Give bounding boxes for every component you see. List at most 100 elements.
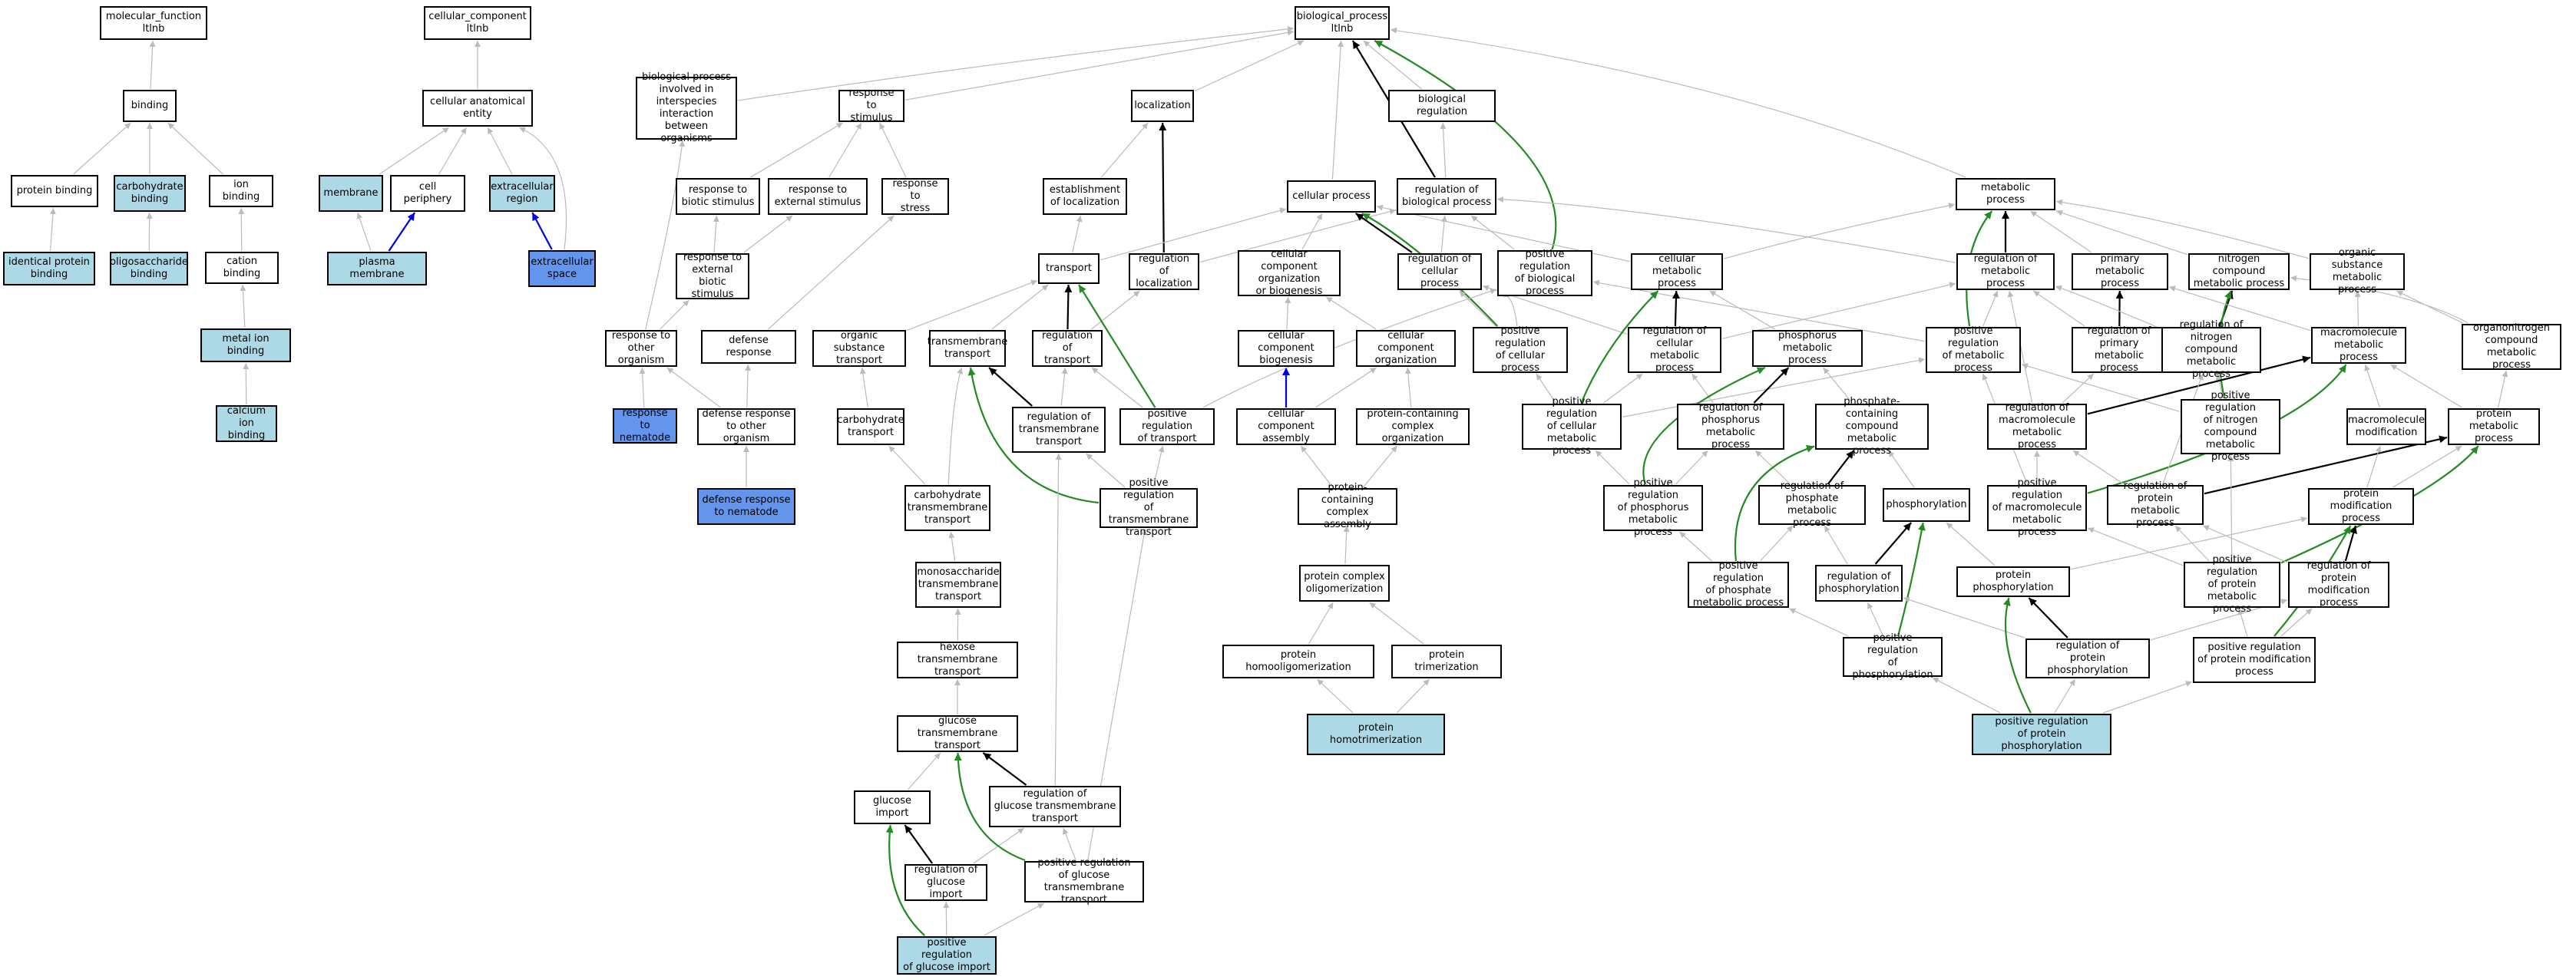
- edge-positively-regulates-posregtmt-to-tmtrans: [967, 367, 1100, 504]
- edge-is-a-posregprotmet-to-posregncmp: [2227, 454, 2234, 562]
- go-term-node-carbtrans: carbohydrate transport: [837, 408, 904, 445]
- edge-is-a-macmet-to-osmp: [2354, 290, 2361, 327]
- edge-positively-regulates-posregbp-to-bp: [1374, 40, 1557, 250]
- go-term-node-regcmp: regulation of cellular metabolic process: [1628, 325, 1721, 374]
- go-term-node-rother: response to other organism: [605, 330, 677, 367]
- edge-is-a-posregphos-to-posregphosphmet: [1789, 608, 1849, 637]
- go-term-node-ncmp: nitrogen compound metabolic process: [2188, 253, 2290, 290]
- edge-is-a-regbp-to-bioreg: [1440, 122, 1447, 178]
- go-term-node-ccorg: cellular component organization: [1356, 330, 1456, 367]
- edge-regulates-regloc-to-loc: [1159, 122, 1167, 253]
- edge-positively-regulates-posregtrans-to-transport: [1078, 284, 1156, 408]
- edge-is-a-regtrans-to-regloc: [1091, 290, 1140, 330]
- go-term-node-oligo: oligosaccharide binding: [110, 252, 188, 285]
- go-term-node-posregcp: positive regulation of cellular process: [1473, 325, 1568, 374]
- go-term-node-ostrans: organic substance transport: [812, 330, 906, 367]
- go-term-node-posregphos: positive regulation of phosphorylation: [1843, 632, 1943, 681]
- go-term-node-posregcmp: positive regulation of cellular metaboli…: [1522, 396, 1622, 457]
- go-term-node-rstress: response to stress: [881, 178, 949, 215]
- edge-positively-regulates-posregglutmt-to-glutmt: [954, 752, 1026, 862]
- go-term-node-bioreg: biological regulation: [1388, 90, 1496, 122]
- edge-is-a-posregglutmt-to-regglutmt: [1063, 827, 1076, 861]
- edge-is-a-tmtrans-to-transport: [991, 284, 1049, 330]
- edge-is-a-homotrimer-to-homooligo: [1317, 678, 1354, 714]
- edge-is-a-estloc-to-loc: [1100, 122, 1149, 178]
- go-term-node-plasma: plasma membrane: [327, 252, 427, 285]
- go-term-node-phosphorylation: phosphorylation: [1883, 488, 1970, 522]
- go-term-node-phosmet: phosphorus metabolic process: [1752, 330, 1863, 367]
- edge-is-a-posregcp-to-posregbp: [1503, 291, 1518, 327]
- go-term-node-posregprotmet: positive regulation of protein metabolic…: [2184, 554, 2280, 615]
- go-term-node-rext: response to external stimulus: [768, 178, 868, 215]
- edge-positively-regulates-posregcmp-to-cellmet: [1580, 290, 1659, 404]
- edge-regulates-regprotmet-to-protmet: [2204, 435, 2448, 495]
- edge-regulates-regtrans-to-transport: [1064, 284, 1073, 330]
- go-term-node-cellper: cell periphery: [390, 175, 465, 212]
- go-term-node-posregprotmod: positive regulation of protein modificat…: [2193, 637, 2316, 683]
- edge-positively-regulates-posregphosmet-to-phosmet: [1642, 366, 1766, 485]
- edge-is-a-metionbind-to-cation: [240, 284, 246, 328]
- go-term-node-regtrans: regulation of transport: [1032, 330, 1103, 367]
- edge-is-a-regpmp-to-regmet: [2032, 290, 2085, 327]
- edge-is-a-monotmt-to-carbtmt: [948, 531, 956, 562]
- edge-is-a-posregmet-to-regmet: [1982, 290, 1999, 327]
- go-term-node-carbbind: carbohydrate binding: [114, 175, 186, 212]
- edge-is-a-posregcmp-to-posregcp: [1536, 373, 1556, 404]
- edge-is-a-membrane-to-cae: [379, 127, 450, 175]
- edge-is-a-ccorg-to-ccob: [1325, 296, 1377, 330]
- edge-is-a-pcca-to-ccassembly: [1300, 445, 1334, 488]
- edge-is-a-phosmet-to-cellmet: [1709, 290, 1775, 330]
- edge-is-a-posregprotphos-to-posregphos: [1932, 677, 2001, 714]
- go-term-node-loc: localization: [1131, 90, 1194, 122]
- edge-is-a-protmod-to-macmod: [2366, 445, 2382, 488]
- edge-is-a-carbtmt-to-tmtrans: [947, 367, 963, 485]
- edge-is-a-posregtmt-to-posregtrans: [1152, 445, 1165, 488]
- edge-is-a-bioreg-to-bp: [1363, 40, 1422, 90]
- edge-is-a-plasma-to-membrane: [356, 212, 372, 252]
- go-term-node-trimer: protein trimerization: [1391, 645, 1502, 678]
- edge-regulates-regcmp-to-cellmet: [1672, 290, 1680, 327]
- go-term-node-regprotmet: regulation of protein metabolic process: [2107, 480, 2204, 529]
- edge-is-a-defother-to-defresp: [745, 364, 752, 408]
- edge-is-a-protmod-to-protmet: [2392, 445, 2462, 488]
- edge-is-a-rext-to-rstim: [828, 122, 862, 178]
- go-term-node-onmp: organonitrogen compound metabolic proces…: [2462, 322, 2561, 371]
- go-term-node-pcca: protein-containing complex assembly: [1298, 482, 1397, 530]
- go-term-node-regprotmod: regulation of protein modification proce…: [2288, 560, 2389, 609]
- edge-is-a-cellper-to-cae: [438, 127, 467, 175]
- edge-part-of-extspace-to-extreg: [531, 212, 553, 250]
- go-term-node-protphos: protein phosphorylation: [1956, 566, 2070, 597]
- edge-is-a-idprot-to-protbind: [49, 207, 56, 252]
- edge-is-a-posregphos-to-regphos: [1867, 602, 1884, 637]
- go-term-node-posregmacmet: positive regulation of macromolecule met…: [1987, 477, 2087, 538]
- go-term-node-mf: molecular_function ltlnb: [100, 6, 207, 40]
- go-term-node-ionbind: ion binding: [209, 175, 273, 207]
- go-term-node-extreg: extracellular region: [489, 175, 555, 212]
- edge-is-a-regglutmt-to-regtmt: [1054, 453, 1062, 786]
- edge-positively-regulates-posregprotphos-to-protphos: [2002, 597, 2032, 714]
- edge-is-a-onmp-to-osmp: [2396, 290, 2463, 324]
- go-term-node-ccassembly: cellular component assembly: [1236, 408, 1336, 445]
- edge-is-a-regmet-to-regbp: [1496, 196, 1956, 263]
- go-term-node-regphosphmet: regulation of phosphate metabolic proces…: [1758, 480, 1866, 529]
- go-term-node-cellmet: cellular metabolic process: [1631, 253, 1723, 290]
- go-term-node-rstim: response to stimulus: [838, 87, 904, 124]
- edge-is-a-protbind-to-binding: [73, 122, 131, 175]
- go-term-node-rbiotic: response to biotic stimulus: [676, 178, 760, 215]
- go-term-node-rnema: response to nematode: [613, 408, 677, 444]
- go-term-node-ccob: cellular component organization or bioge…: [1238, 249, 1341, 297]
- edge-part-of-plasma-to-cellper: [388, 212, 416, 252]
- go-term-node-regmacmet: regulation of macromolecule metabolic pr…: [1987, 402, 2087, 450]
- go-term-node-estloc: establishment of localization: [1043, 178, 1127, 215]
- edge-is-a-protmet-to-macmet: [2390, 364, 2462, 408]
- edge-is-a-cellproc-to-bp: [1331, 40, 1344, 180]
- edge-regulates-regtmt-to-tmtrans: [988, 367, 1033, 407]
- go-term-node-tmtrans: transmembrane transport: [928, 330, 1007, 367]
- edge-regulates-regmacmet-to-macmet: [2087, 355, 2311, 415]
- edge-is-a-posregtmt-to-regtmt: [1086, 453, 1126, 488]
- edge-is-a-regprotmet-to-regmacmet: [2072, 450, 2125, 485]
- go-term-node-regbp: regulation of biological process: [1397, 178, 1496, 215]
- go-term-node-posregncmp: positive regulation of nitrogen compound…: [2181, 390, 2280, 463]
- edge-is-a-oligo-to-carbbind: [146, 212, 153, 252]
- edge-is-a-posregcmp-to-posregmet: [1622, 357, 1926, 417]
